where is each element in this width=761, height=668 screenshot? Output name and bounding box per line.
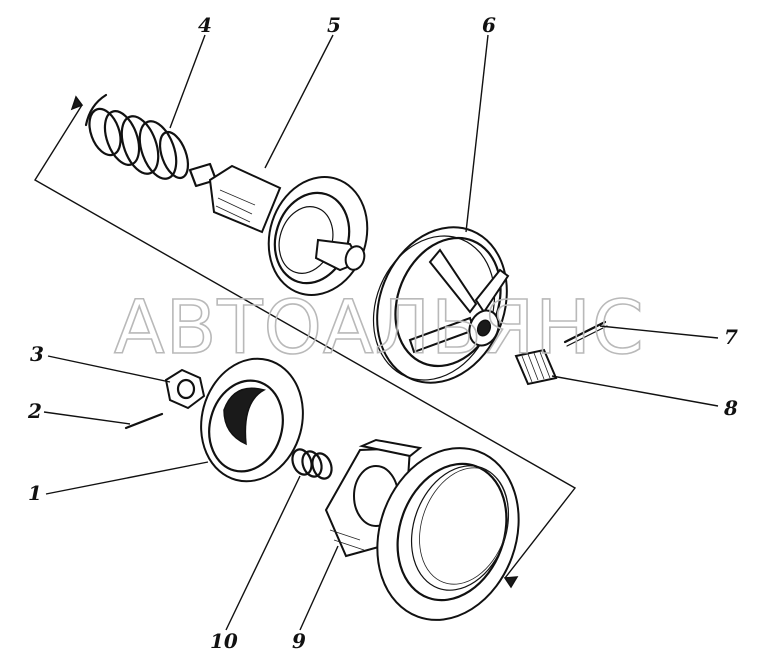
leader-3 xyxy=(47,355,171,383)
leader-10 xyxy=(225,475,301,631)
callout-5: 5 xyxy=(327,13,341,37)
leader-9 xyxy=(299,545,339,631)
watermark-text: АВТОАЛЬЯНС xyxy=(114,285,645,371)
callout-6: 6 xyxy=(482,13,496,37)
leader-1 xyxy=(45,461,209,495)
leader-2 xyxy=(43,411,131,425)
callout-labels: 4 5 6 7 8 3 2 1 10 9 xyxy=(27,13,738,653)
part-10-small-spring xyxy=(291,448,333,480)
part-4-coil-spring xyxy=(84,93,190,180)
callout-9: 9 xyxy=(292,629,306,653)
leader-8 xyxy=(551,375,719,407)
part-1-cup-seat xyxy=(200,357,304,483)
callout-1: 1 xyxy=(28,481,42,505)
leader-6 xyxy=(465,34,489,233)
part-2-small-pin xyxy=(124,412,164,430)
leader-4 xyxy=(169,34,206,129)
part-6-spoked-wheel xyxy=(372,226,510,384)
callout-8: 8 xyxy=(723,396,738,420)
assembly-axis-bracket xyxy=(34,95,577,589)
part-8-set-screw xyxy=(514,348,558,386)
part-5-shaft-flange xyxy=(188,162,369,296)
callout-3: 3 xyxy=(30,342,44,366)
leader-5 xyxy=(264,34,334,169)
callout-10: 10 xyxy=(210,629,238,653)
part-7-pin xyxy=(563,320,608,347)
callout-2: 2 xyxy=(27,399,42,423)
part-3-nut xyxy=(164,368,206,410)
callout-7: 7 xyxy=(724,325,738,349)
leader-lines xyxy=(43,34,719,631)
leader-7 xyxy=(599,325,719,339)
callout-4: 4 xyxy=(198,13,212,37)
part-9-housing xyxy=(324,438,520,621)
